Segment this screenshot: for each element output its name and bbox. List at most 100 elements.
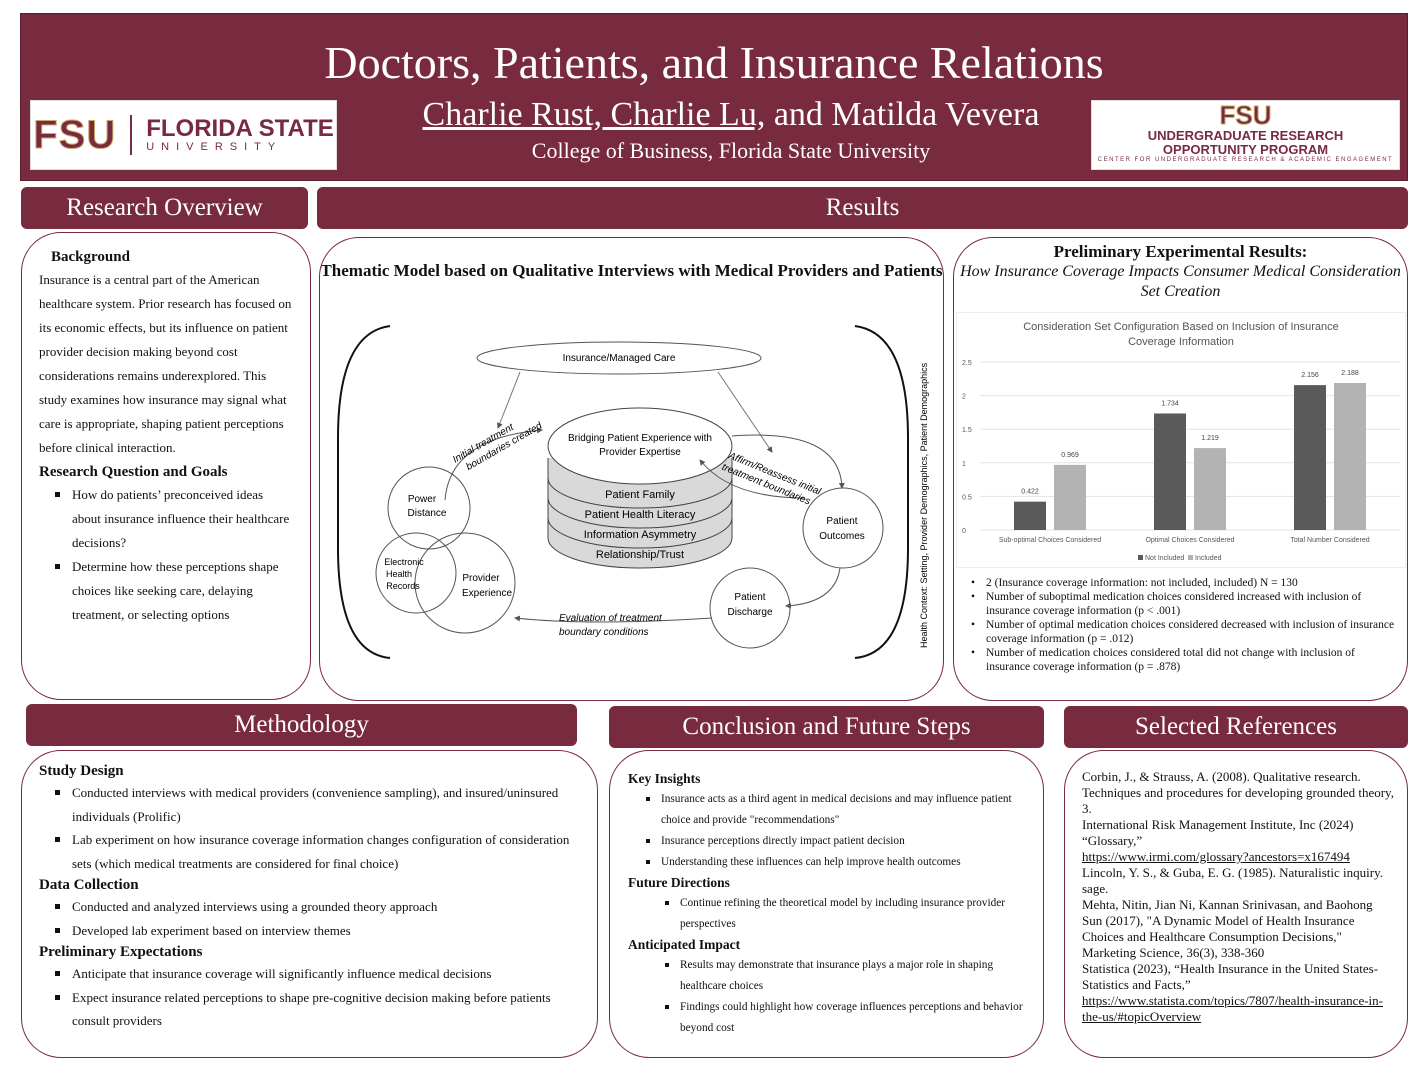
- bar: [1194, 448, 1226, 530]
- list-item: Number of suboptimal medication choices …: [971, 590, 1399, 618]
- conclusion-panel: Key Insights Insurance acts as a third a…: [609, 750, 1044, 1058]
- ehr-label: Records: [386, 581, 420, 591]
- data-label: 0.422: [1021, 489, 1039, 496]
- study-design-heading: Study Design: [39, 763, 124, 779]
- arrow: [497, 371, 521, 429]
- core-top: [547, 407, 733, 485]
- data-label: 0.969: [1061, 452, 1079, 459]
- arrow: [699, 459, 806, 499]
- bar: [1154, 413, 1186, 530]
- reference: International Risk Management Institute,…: [1082, 817, 1354, 848]
- patient-outcomes-circle: [802, 487, 884, 569]
- urop-line1: UNDERGRADUATE RESEARCH: [1147, 128, 1344, 143]
- provider-label: Provider: [462, 573, 500, 584]
- discharge-label: Patient: [734, 592, 765, 603]
- authors-underlined: Charlie Rust, Charlie Lu,: [422, 96, 766, 133]
- provider-label: Experience: [462, 588, 512, 599]
- outcomes-label: Patient: [826, 516, 857, 527]
- ehr-label: Electronic: [384, 557, 424, 567]
- urop-line2: OPPORTUNITY PROGRAM: [1162, 142, 1329, 157]
- list-item: Number of medication choices considered …: [971, 646, 1399, 674]
- section-header-methodology: Methodology: [26, 704, 577, 746]
- logo-name: FLORIDA STATE: [146, 115, 334, 142]
- x-tick-label: Total Number Considered: [1290, 537, 1369, 544]
- list-item: Number of optimal medication choices con…: [971, 618, 1399, 646]
- data-label: 2.156: [1301, 372, 1319, 379]
- evaluation-label: Evaluation of treatment: [559, 613, 663, 624]
- bar: [1334, 382, 1366, 530]
- data-label: 1.734: [1161, 400, 1179, 407]
- list-item: Developed lab experiment based on interv…: [55, 919, 577, 943]
- bar: [1014, 501, 1046, 530]
- list-item: Continue refining the theoretical model …: [665, 893, 1025, 935]
- outcomes-label: Outcomes: [819, 531, 865, 542]
- ehr-circle: [375, 532, 457, 614]
- reference: Corbin, J., & Strauss, A. (2008). Qualit…: [1082, 769, 1394, 816]
- y-tick-label: 1.5: [962, 427, 972, 434]
- insurance-label: Insurance/Managed Care: [563, 353, 676, 364]
- arrow: [785, 567, 841, 609]
- y-tick-label: 2: [962, 394, 966, 401]
- reference-link[interactable]: https://www.statista.com/topics/7807/hea…: [1082, 993, 1383, 1024]
- bar-chart: Consideration Set Configuration Based on…: [956, 312, 1406, 568]
- provider-experience-circle: [414, 532, 516, 634]
- layer-label: Patient Family: [605, 489, 675, 501]
- reference: Mehta, Nitin, Jian Ni, Kannan Srinivasan…: [1082, 897, 1373, 960]
- core-label-1: Bridging Patient Experience with: [568, 433, 712, 444]
- authors-rest: and Matilda Vevera: [765, 96, 1040, 133]
- x-tick-label: Optimal Choices Considered: [1145, 537, 1234, 544]
- section-header-references: Selected References: [1064, 706, 1408, 748]
- urop-line3: CENTER FOR UNDERGRADUATE RESEARCH & ACAD…: [1097, 157, 1394, 163]
- data-collection-heading: Data Collection: [39, 877, 139, 893]
- health-context-label: Health Context: Setting, Provider Demogr…: [919, 362, 929, 648]
- power-label: Distance: [408, 508, 447, 519]
- rq-list: How do patients’ preconceived ideas abou…: [39, 483, 292, 627]
- chart-title: Coverage Information: [1128, 336, 1234, 348]
- prelim-subtitle: How Insurance Coverage Impacts Consumer …: [960, 263, 1401, 300]
- y-tick-label: 0.5: [962, 494, 972, 501]
- authors: Charlie Rust, Charlie Lu, and Matilda Ve…: [361, 96, 1101, 134]
- affiliation: College of Business, Florida State Unive…: [531, 138, 931, 163]
- section-header-overview: Research Overview: [21, 187, 308, 229]
- x-tick-label: Sub-optimal Choices Considered: [999, 537, 1101, 544]
- list-item: Findings could highlight how coverage in…: [665, 997, 1025, 1039]
- thematic-model-title: Thematic Model based on Qualitative Inte…: [320, 261, 943, 280]
- y-tick-label: 2.5: [962, 360, 972, 367]
- list-item: Insurance acts as a third agent in medic…: [646, 789, 1025, 831]
- thematic-model-panel: Thematic Model based on Qualitative Inte…: [319, 237, 944, 701]
- arrow: [514, 615, 713, 623]
- reference: Lincoln, Y. S., & Guba, E. G. (1985). Na…: [1082, 865, 1384, 896]
- background-text: Insurance is a central part of the Ameri…: [39, 272, 292, 455]
- legend-label: Included: [1195, 555, 1222, 562]
- thematic-model-diagram: Insurance/Managed Care Bridging Patient …: [337, 325, 929, 659]
- prelim-title: Preliminary Experimental Results:: [1053, 242, 1308, 261]
- list-item: 2 (Insurance coverage information: not i…: [971, 576, 1399, 590]
- list-item: Conducted and analyzed interviews using …: [55, 895, 577, 919]
- bar: [1294, 385, 1326, 530]
- list-item: Determine how these perceptions shape ch…: [55, 555, 292, 627]
- methodology-panel: Study Design Conducted interviews with m…: [21, 750, 598, 1058]
- section-header-conclusion: Conclusion and Future Steps: [609, 706, 1044, 748]
- list-item: Lab experiment on how insurance coverage…: [55, 828, 577, 875]
- fsu-mark: FSU: [33, 112, 117, 157]
- arrow: [444, 427, 543, 501]
- urop-logo: FSU UNDERGRADUATE RESEARCH OPPORTUNITY P…: [1091, 100, 1400, 170]
- data-label: 1.219: [1201, 435, 1219, 442]
- logo-sub: UNIVERSITY: [146, 141, 283, 153]
- discharge-label: Discharge: [727, 607, 772, 618]
- right-bracket: [854, 325, 909, 659]
- list-item: Understanding these influences can help …: [646, 852, 1025, 873]
- left-bracket: [337, 325, 391, 659]
- data-label: 2.188: [1341, 370, 1359, 377]
- reference-link[interactable]: https://www.irmi.com/glossary?ancestors=…: [1082, 849, 1350, 864]
- chart-title: Consideration Set Configuration Based on…: [1023, 321, 1339, 333]
- anticipated-impact-heading: Anticipated Impact: [628, 937, 741, 952]
- core-label-2: Provider Expertise: [599, 447, 681, 458]
- expectations-heading: Preliminary Expectations: [39, 944, 203, 960]
- list-item: Expect insurance related perceptions to …: [55, 986, 577, 1033]
- background-heading: Background: [51, 249, 130, 265]
- list-item: Anticipate that insurance coverage will …: [55, 962, 577, 986]
- core-cylinder: [547, 458, 733, 569]
- arrow: [731, 434, 845, 489]
